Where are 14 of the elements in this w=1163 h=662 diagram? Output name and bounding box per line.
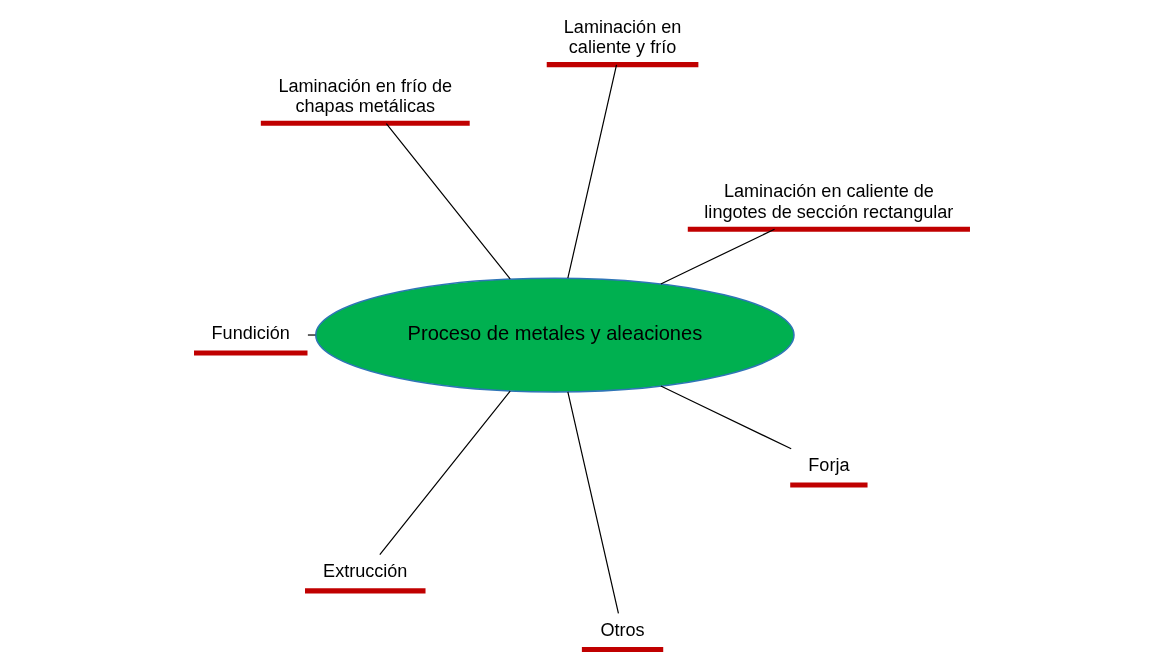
connector [566, 64, 617, 279]
node-text: Laminación en caliente de lingotes de sección rectangular [703, 181, 953, 222]
node-text: Forja [807, 455, 849, 476]
connector [378, 390, 511, 556]
node-text: Laminación en caliente y frío [563, 16, 681, 57]
node-text: Laminación en frío de chapas metálicas [277, 75, 452, 116]
node-text: Fundición [211, 323, 290, 344]
connector [385, 123, 511, 280]
connector [659, 385, 792, 450]
connector [566, 391, 619, 614]
node-text: Otros [599, 619, 645, 640]
connector [659, 228, 775, 285]
node-text: Extrucción [322, 561, 407, 582]
node-ellipse: Proceso de metales y aleaciones [314, 277, 795, 393]
